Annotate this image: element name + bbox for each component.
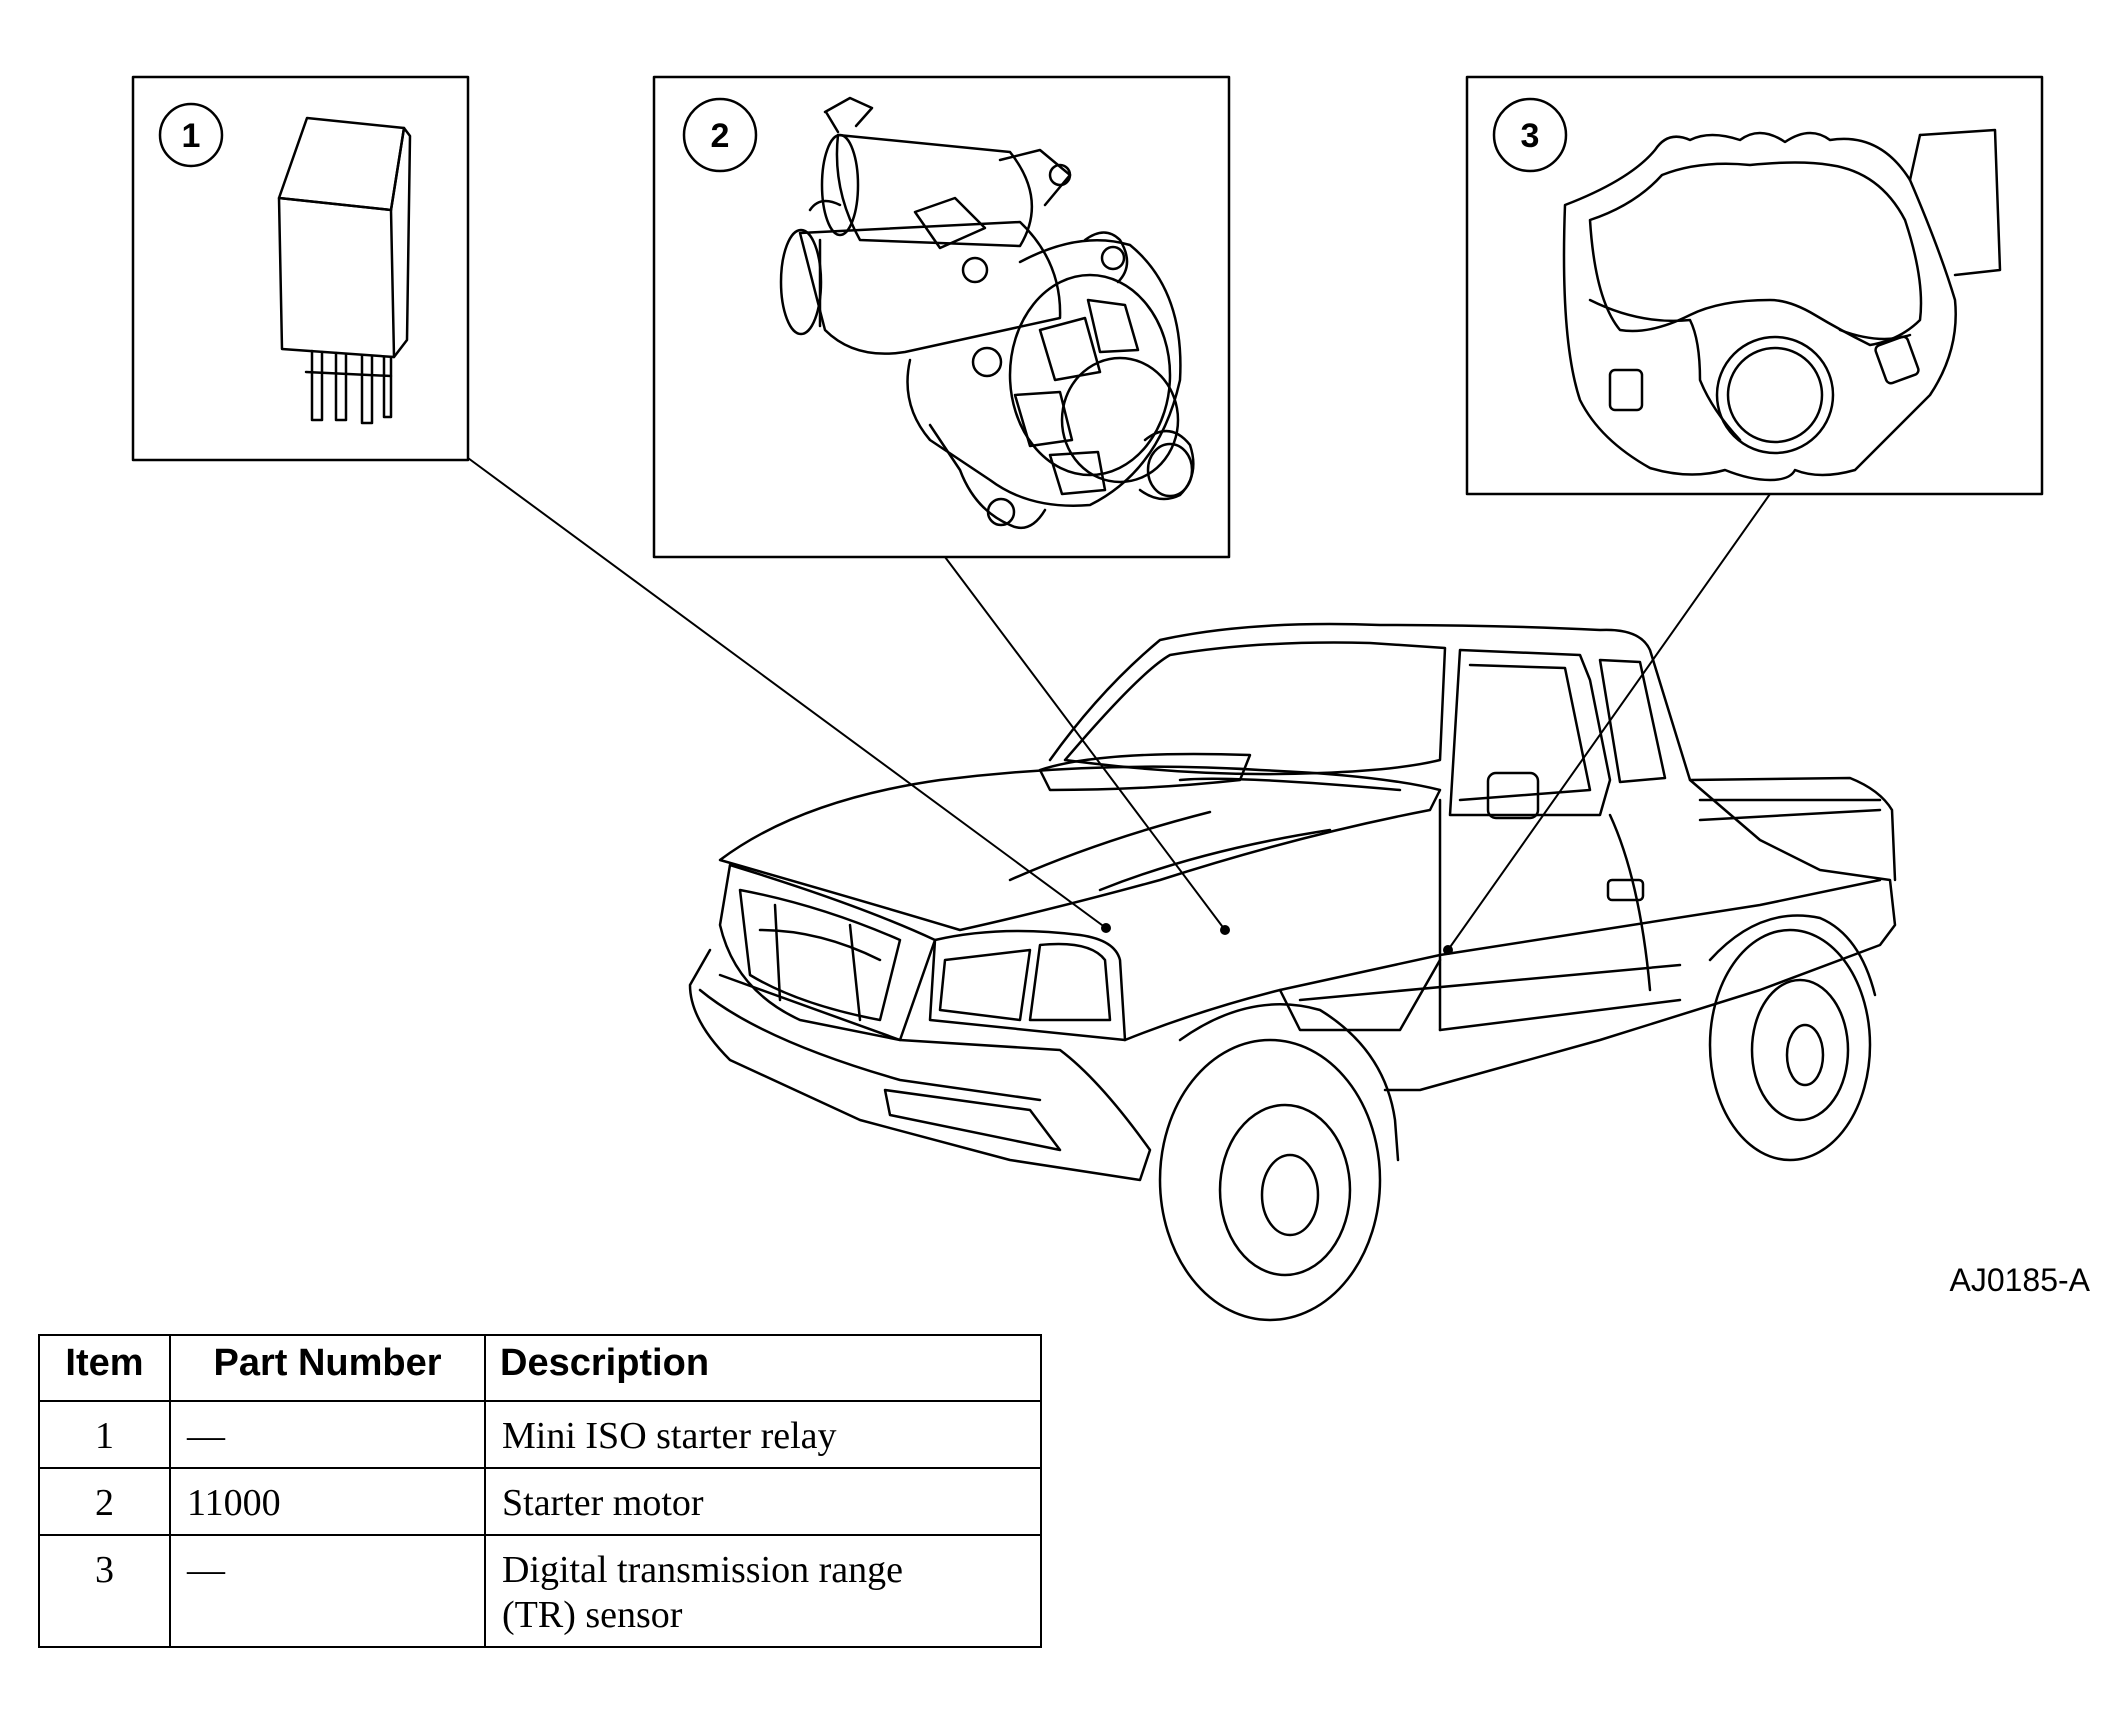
- header-item: Item: [38, 1334, 171, 1402]
- leader-dots: [1101, 923, 1453, 955]
- starter-motor-drawing: [779, 96, 1195, 530]
- starter-relay-drawing: [277, 116, 412, 425]
- table-row: 1 — Mini ISO starter relay: [38, 1400, 1042, 1469]
- cell-part-number: —: [169, 1534, 486, 1648]
- parts-table: Item Part Number Description 1 — Mini IS…: [38, 1334, 1042, 1648]
- description-line: Starter motor: [502, 1482, 704, 1524]
- tr-sensor-drawing: [1562, 128, 2002, 482]
- callout-number-3: 3: [1521, 117, 1540, 155]
- cell-description: Starter motor: [484, 1467, 1042, 1536]
- leader-dot-2: [1220, 925, 1230, 935]
- table-row: 3 — Digital transmission range (TR) sens…: [38, 1534, 1042, 1648]
- leader-dot-1: [1101, 923, 1111, 933]
- table-header-row: Item Part Number Description: [38, 1334, 1042, 1402]
- header-description: Description: [484, 1334, 1042, 1402]
- cell-description: Mini ISO starter relay: [484, 1400, 1042, 1469]
- cell-item: 2: [38, 1467, 171, 1536]
- header-part-number: Part Number: [169, 1334, 486, 1402]
- inset-panel-2: 2: [652, 75, 1231, 559]
- figure-id-label: AJ0185-A: [1949, 1262, 2090, 1298]
- description-line: Mini ISO starter relay: [502, 1415, 837, 1457]
- cell-part-number: —: [169, 1400, 486, 1469]
- inset-panel-3: 3: [1465, 75, 2044, 496]
- cell-item: 1: [38, 1400, 171, 1469]
- leader-line-2: [944, 556, 1226, 931]
- description-line: (TR) sensor: [502, 1594, 683, 1636]
- leader-lines: [467, 457, 1771, 951]
- pickup-truck-drawing: [688, 622, 1897, 1322]
- callout-circle-3: [1492, 97, 1568, 173]
- leader-line-1: [467, 457, 1107, 929]
- inset-panel-1: 1: [131, 75, 470, 462]
- callout-number-2: 2: [711, 117, 730, 155]
- cell-description: Digital transmission range (TR) sensor: [484, 1534, 1042, 1648]
- cell-part-number: 11000: [169, 1467, 486, 1536]
- cell-item: 3: [38, 1534, 171, 1648]
- callout-number-1: 1: [182, 117, 201, 155]
- description-line: Digital transmission range: [502, 1549, 904, 1591]
- callout-circle-1: [158, 102, 224, 168]
- table-row: 2 11000 Starter motor: [38, 1467, 1042, 1536]
- callout-circle-2: [682, 97, 758, 173]
